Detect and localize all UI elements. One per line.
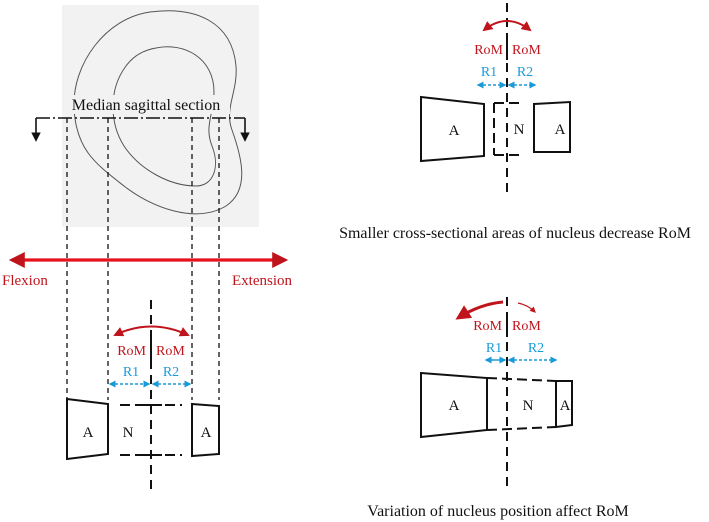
- annulus-right-block-top: [533, 100, 571, 153]
- top-right-panel: RoM RoM R1 R2 A N A Smaller cross-sectio…: [339, 3, 691, 242]
- annulus-right-block-bottom: [555, 380, 573, 429]
- r2-label-bottom: R2: [528, 341, 544, 356]
- nucleus-label: N: [123, 425, 134, 441]
- rom-curved-arrow-bottom-left: [455, 300, 504, 320]
- annulus-right-block: [191, 402, 220, 458]
- bottom-right-panel: RoM RoM R1 R2 A N A Variation of nucleus…: [367, 297, 629, 520]
- rom-left-label: RoM: [117, 344, 146, 359]
- nucleus-label-bottom: N: [523, 398, 534, 414]
- r1-label: R1: [123, 365, 139, 380]
- rom-right-label: RoM: [156, 344, 185, 359]
- rom-left-label-bottom: RoM: [473, 319, 502, 334]
- rom-right-label-bottom: RoM: [512, 319, 541, 334]
- annulus-left-block: [66, 397, 109, 461]
- r1-label-bottom: R1: [486, 341, 502, 356]
- rom-left-label-top: RoM: [474, 43, 503, 58]
- section-background: [62, 5, 259, 227]
- caption-top: Smaller cross-sectional areas of nucleus…: [339, 225, 691, 242]
- annulus-left-block-top: [420, 95, 485, 163]
- extension-label: Extension: [232, 273, 292, 289]
- annulus-left-label: A: [83, 425, 94, 441]
- r2-label-top: R2: [517, 65, 533, 80]
- section-label-backdrop: [62, 95, 230, 114]
- nucleus-label-top: N: [514, 122, 525, 138]
- annulus-left-label-bottom: A: [449, 398, 460, 414]
- rom-right-label-top: RoM: [512, 43, 541, 58]
- r2-label: R2: [163, 365, 179, 380]
- annulus-right-label-bottom: A: [560, 398, 571, 414]
- r1-label-top: R1: [481, 65, 497, 80]
- caption-bottom: Variation of nucleus position affect RoM: [367, 503, 628, 520]
- annulus-right-label-top: A: [555, 122, 566, 138]
- rom-curved-arrow: [113, 325, 190, 337]
- rom-curved-arrow-top: [482, 20, 532, 32]
- annulus-right-label: A: [201, 425, 212, 441]
- section-label: Median sagittal section: [72, 97, 220, 114]
- nucleus-outline-bottom: [486, 377, 557, 431]
- nucleus-outline-top: [493, 102, 520, 156]
- rom-curved-arrow-bottom-right: [517, 302, 536, 313]
- annulus-left-label-top: A: [449, 123, 460, 139]
- inner-nucleus-contour: [112, 46, 216, 187]
- left-panel: Median sagittal section Flexion Extensio…: [2, 5, 292, 494]
- flexion-label: Flexion: [2, 273, 48, 289]
